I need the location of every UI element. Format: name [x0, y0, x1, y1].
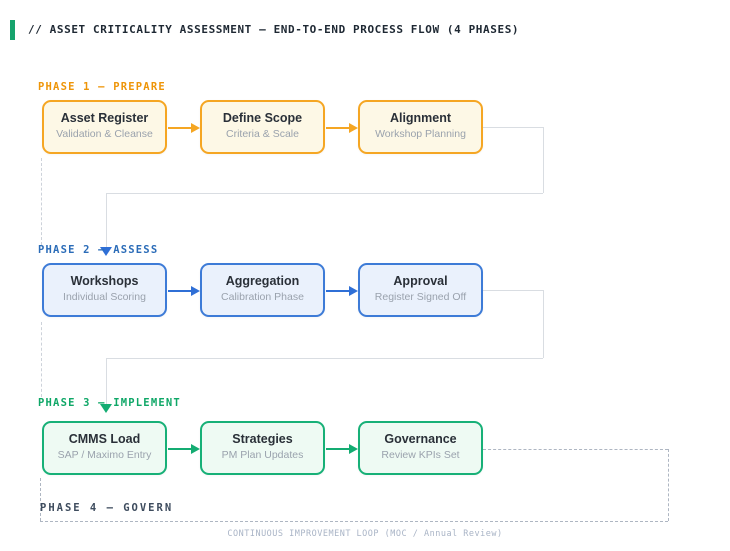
node-governance: Governance Review KPIs Set — [358, 421, 483, 475]
node-cmms-load: CMMS Load SAP / Maximo Entry — [42, 421, 167, 475]
node-asset-register: Asset Register Validation & Cleanse — [42, 100, 167, 154]
node-title: Asset Register — [60, 111, 149, 125]
connector-p1-p2-seg1 — [483, 127, 543, 128]
arrow-right-icon — [326, 444, 359, 454]
node-approval: Approval Register Signed Off — [358, 263, 483, 317]
connector-p1-p2-seg4 — [106, 193, 107, 247]
node-subtitle: SAP / Maximo Entry — [57, 449, 152, 461]
phase-2-label: PHASE 2 — ASSESS — [38, 244, 159, 256]
loop-dashed-bottom — [40, 521, 668, 522]
loop-dashed-right — [483, 449, 668, 450]
connector-p2-p3-seg3 — [106, 358, 543, 359]
arrow-down-phase2-icon — [100, 247, 112, 256]
node-subtitle: Criteria & Scale — [226, 128, 299, 140]
phase-3-label: PHASE 3 — IMPLEMENT — [38, 397, 181, 409]
node-title: CMMS Load — [68, 432, 141, 446]
loop-dashed-left — [40, 478, 41, 521]
arrow-right-icon — [326, 123, 359, 133]
loop-dashed-down — [668, 449, 669, 521]
arrow-right-icon — [168, 444, 201, 454]
phase-4-label: PHASE 4 — GOVERN — [40, 502, 174, 514]
node-subtitle: Calibration Phase — [221, 291, 304, 303]
node-subtitle: PM Plan Updates — [221, 449, 304, 461]
arrow-right-icon — [326, 286, 359, 296]
node-alignment: Alignment Workshop Planning — [358, 100, 483, 154]
node-title: Governance — [384, 432, 457, 446]
title-accent-bar — [10, 20, 15, 40]
node-subtitle: Workshop Planning — [375, 128, 466, 140]
node-title: Aggregation — [225, 274, 300, 288]
spine-dashed-seg2 — [41, 322, 42, 397]
arrow-right-icon — [168, 123, 201, 133]
node-title: Alignment — [389, 111, 452, 125]
continuous-improvement-caption: CONTINUOUS IMPROVEMENT LOOP (MOC / Annua… — [227, 529, 503, 539]
node-title: Approval — [393, 274, 448, 288]
node-strategies: Strategies PM Plan Updates — [200, 421, 325, 475]
arrow-down-phase3-icon — [100, 404, 112, 413]
node-define-scope: Define Scope Criteria & Scale — [200, 100, 325, 154]
node-subtitle: Review KPIs Set — [381, 449, 460, 461]
connector-p2-p3-seg4 — [106, 358, 107, 404]
node-title: Define Scope — [222, 111, 303, 125]
connector-p1-p2-seg2 — [543, 127, 544, 193]
connector-p2-p3-seg2 — [543, 290, 544, 358]
node-subtitle: Register Signed Off — [374, 291, 467, 303]
spine-dashed-seg1 — [41, 158, 42, 245]
connector-p1-p2-seg3 — [106, 193, 543, 194]
node-title: Workshops — [70, 274, 139, 288]
phase-1-label: PHASE 1 — PREPARE — [38, 81, 166, 93]
connector-p2-p3-seg1 — [483, 290, 543, 291]
node-workshops: Workshops Individual Scoring — [42, 263, 167, 317]
node-aggregation: Aggregation Calibration Phase — [200, 263, 325, 317]
node-subtitle: Individual Scoring — [63, 291, 146, 303]
page-title: // ASSET CRITICALITY ASSESSMENT — END-TO… — [28, 23, 520, 36]
node-title: Strategies — [232, 432, 293, 446]
arrow-right-icon — [168, 286, 201, 296]
node-subtitle: Validation & Cleanse — [56, 128, 153, 140]
